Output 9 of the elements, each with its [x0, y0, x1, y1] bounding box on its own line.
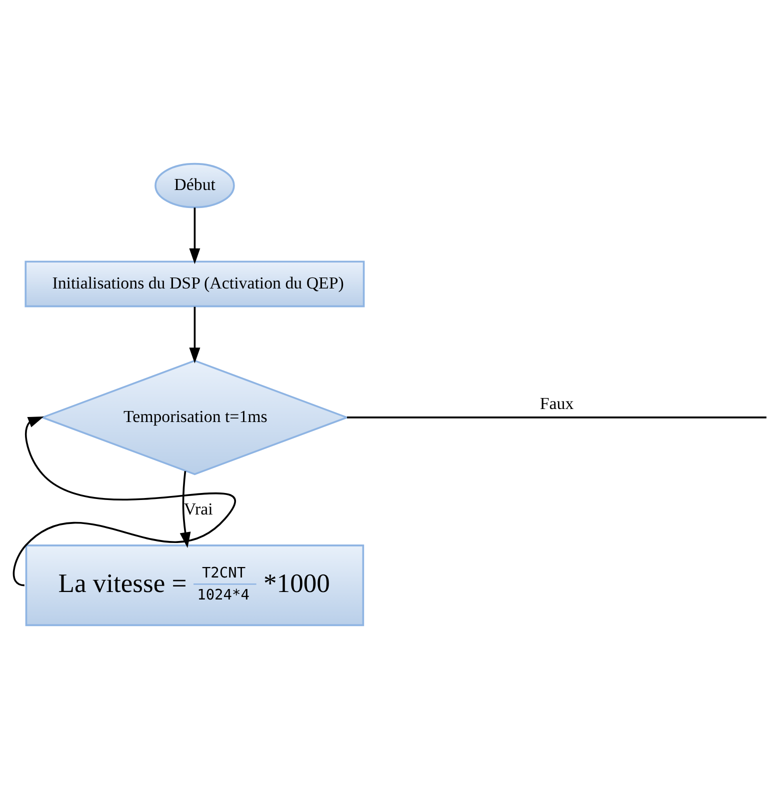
connector	[346, 416, 766, 418]
edge-label: Faux	[540, 394, 574, 414]
arrow	[189, 306, 200, 364]
node-diamond: Temporisation t=1ms	[40, 360, 350, 476]
edge-label: Vrai	[184, 499, 213, 518]
arrow	[180, 471, 191, 548]
node-ellipse: Début	[154, 162, 235, 208]
arrow	[189, 208, 200, 264]
node-box: Initialisations du DSP (Activation du QEP)	[24, 260, 365, 308]
